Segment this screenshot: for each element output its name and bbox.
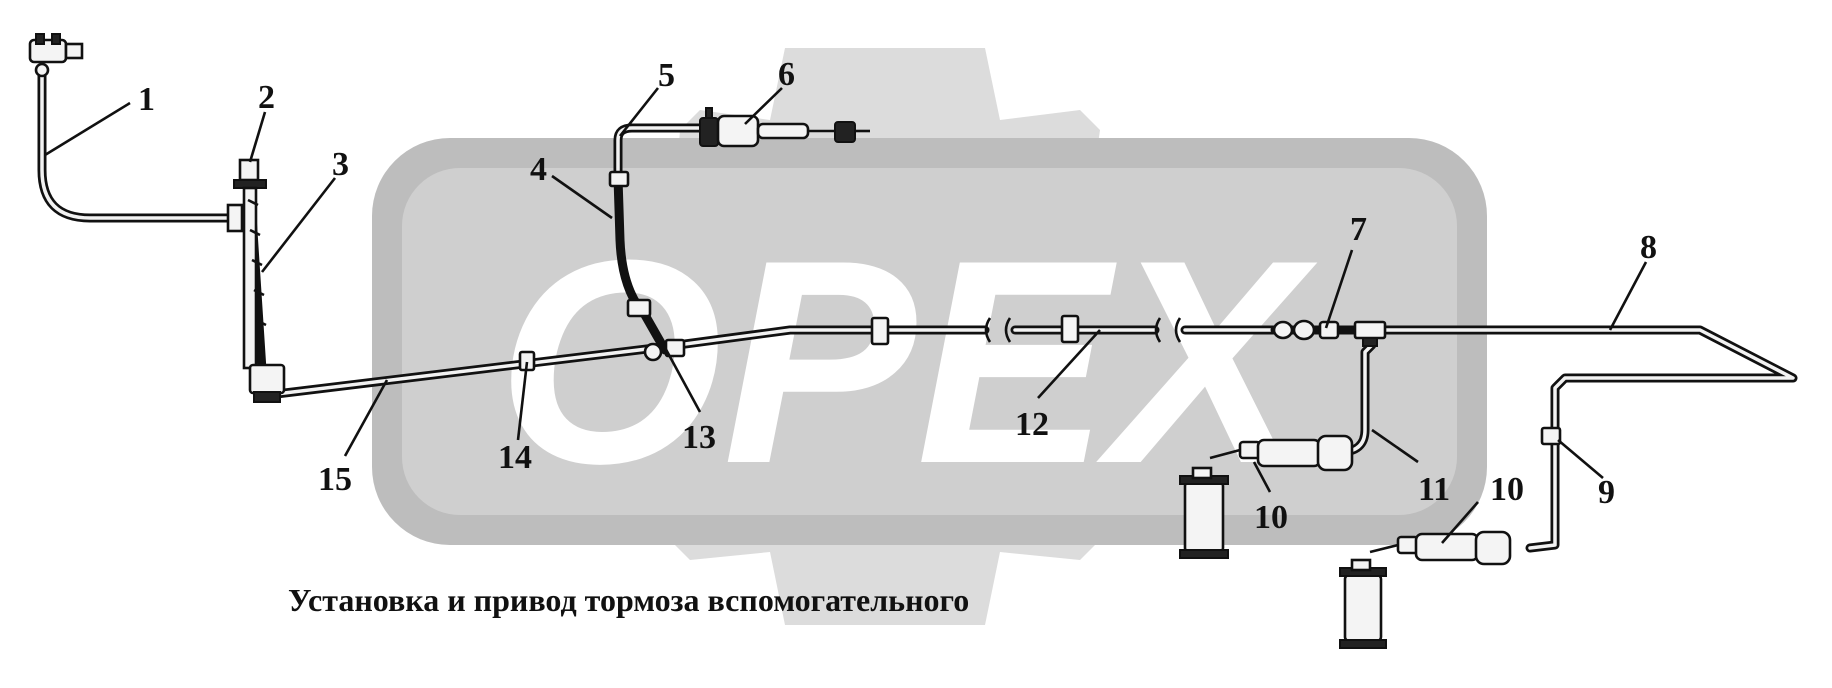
watermark: OPEX [372, 48, 1487, 625]
callout-9: 9 [1598, 474, 1615, 511]
callout-10b: 10 [1490, 471, 1524, 508]
callout-10a: 10 [1254, 499, 1288, 536]
cylinder-6-icon [699, 107, 870, 148]
callout-1: 1 [138, 81, 155, 118]
callout-8: 8 [1640, 229, 1657, 266]
leader-11 [1371, 428, 1419, 464]
leader-10a [1252, 461, 1272, 493]
leader-8 [1608, 261, 1648, 331]
callout-11: 11 [1418, 471, 1450, 508]
callout-14: 14 [498, 439, 532, 476]
components [28, 33, 1562, 649]
leader-5 [618, 87, 660, 137]
crane-bracket-2-icon [226, 158, 286, 403]
leader-lines [44, 87, 1648, 544]
leader-3 [260, 177, 337, 273]
leader-9 [1557, 439, 1604, 479]
clamp-mid-icon [870, 316, 890, 346]
leader-2 [248, 111, 267, 163]
callout-12: 12 [1015, 406, 1049, 443]
pipe-break-marks [984, 317, 1182, 343]
brake-chamber-10a-icon [1179, 434, 1354, 559]
leader-14 [516, 361, 529, 441]
brake-chamber-10b-icon [1339, 530, 1512, 649]
callout-2: 2 [258, 79, 275, 116]
leader-15 [343, 379, 389, 457]
callout-4: 4 [530, 151, 547, 188]
watermark-letters: OPEX [497, 200, 1318, 524]
callout-15: 15 [318, 461, 352, 498]
leader-13 [648, 319, 702, 413]
top-valve-icon [28, 33, 84, 78]
leader-6 [744, 87, 783, 125]
leader-12 [1037, 329, 1101, 399]
callout-7: 7 [1350, 211, 1367, 248]
clamp-12-icon [1060, 314, 1080, 344]
callout-3: 3 [332, 146, 349, 183]
callout-5: 5 [658, 57, 675, 94]
leader-7 [1324, 249, 1354, 329]
callout-labels: 1 2 3 4 5 6 7 8 9 10 10 11 12 13 14 15 [138, 56, 1657, 536]
valve-7-icon [1272, 319, 1387, 347]
leader-10b [1441, 501, 1479, 544]
callout-6: 6 [778, 56, 795, 93]
watermark-plate-inner [402, 168, 1457, 515]
leader-4 [551, 174, 613, 220]
hose-3-texture [247, 198, 267, 327]
hose-4-fittings [608, 170, 686, 362]
diagram-caption: Установка и привод тормоза вспомогательн… [288, 582, 970, 618]
leader-1 [44, 101, 131, 157]
clamp-9-icon [1540, 426, 1562, 446]
callout-13: 13 [682, 419, 716, 456]
